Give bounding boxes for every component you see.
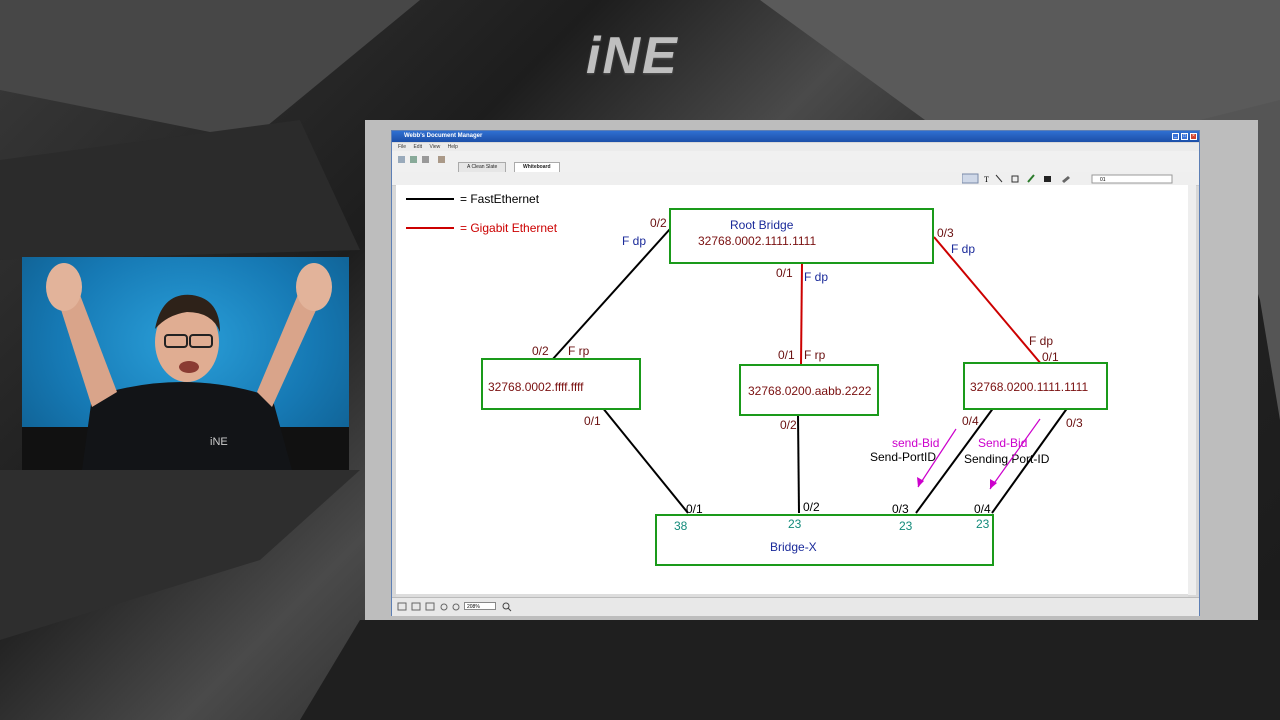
- view-controls: [397, 602, 460, 611]
- document-manager-window[interactable]: Webb's Document Manager _ □ × File Edit …: [391, 130, 1200, 616]
- print-icon[interactable]: [422, 156, 429, 163]
- link-middle-bridgex: [797, 414, 800, 514]
- annotation-1-title: send-Bid: [892, 436, 939, 450]
- quick-toolbar: [398, 156, 445, 163]
- link-right-bridgex-1: [915, 406, 995, 514]
- role-left-top: F rp: [568, 344, 590, 358]
- zoom-icon[interactable]: [502, 602, 512, 612]
- menu-help[interactable]: Help: [447, 144, 458, 150]
- port-root-mid: 0/1: [776, 266, 793, 280]
- legend-gig-label: = Gigabit Ethernet: [460, 221, 558, 235]
- close-button[interactable]: ×: [1190, 133, 1197, 140]
- menu-bar: File Edit View Help: [392, 143, 1199, 151]
- link-right-bridgex-2: [991, 406, 1069, 514]
- cost-x-4: 23: [976, 517, 990, 531]
- port-x-1: 0/1: [686, 502, 703, 516]
- cost-x-2: 23: [788, 517, 802, 531]
- color-tool-icon[interactable]: [1044, 176, 1051, 182]
- annotation-1-sub: Send-PortID: [870, 450, 936, 464]
- page-select[interactable]: [1091, 174, 1173, 184]
- window-titlebar[interactable]: Webb's Document Manager _ □ ×: [392, 131, 1199, 142]
- role-right-top: F dp: [1029, 334, 1053, 348]
- new-icon[interactable]: [398, 156, 405, 163]
- port-left-top: 0/2: [532, 344, 549, 358]
- bridge-x-box: [655, 514, 994, 566]
- status-bar: 208%: [392, 597, 1199, 616]
- left-bridge-id: 32768.0002.ffff.ffff: [488, 380, 584, 394]
- menu-edit[interactable]: Edit: [413, 144, 423, 150]
- port-x-3: 0/3: [892, 502, 909, 516]
- drawing-tools: T 01: [962, 173, 1173, 184]
- zoom-select[interactable]: 208%: [464, 602, 496, 610]
- port-right-br: 0/3: [1066, 416, 1083, 430]
- port-x-2: 0/2: [803, 500, 820, 514]
- open-icon[interactable]: [410, 156, 417, 163]
- role-root-left: F dp: [622, 234, 646, 248]
- legend-fast-label: = FastEthernet: [460, 192, 540, 206]
- cost-x-1: 38: [674, 519, 688, 533]
- menu-view[interactable]: View: [429, 144, 441, 150]
- page-field-text: 01: [1100, 177, 1106, 183]
- export-icon[interactable]: [438, 156, 445, 163]
- port-root-left: 0/2: [650, 216, 667, 230]
- vertical-scrollbar[interactable]: [1188, 185, 1196, 595]
- tab-whiteboard[interactable]: Whiteboard: [514, 162, 560, 172]
- line-tool-icon[interactable]: [995, 174, 1003, 183]
- tab-a-clean-slate[interactable]: A Clean Slate: [458, 162, 507, 172]
- select-tool-icon[interactable]: [962, 173, 979, 184]
- annotation-2-sub: Sending Port-ID: [964, 452, 1050, 466]
- horizontal-scrollbar[interactable]: [396, 594, 1188, 598]
- two-page-icon[interactable]: [411, 602, 421, 611]
- annotation-2-title: Send-Bid: [978, 436, 1027, 450]
- eraser-tool-icon[interactable]: [1062, 176, 1070, 183]
- brand-logo: iNE: [586, 27, 679, 85]
- text-tool-icon[interactable]: T: [984, 175, 989, 184]
- annotation-1-arrow: [917, 428, 957, 488]
- port-mid-top: 0/1: [778, 348, 795, 362]
- rotate-left-icon[interactable]: [440, 603, 448, 611]
- port-left-bottom: 0/1: [584, 414, 601, 428]
- link-left-bridgex: [601, 406, 689, 514]
- stp-diagram: = FastEthernet = Gigabit Ethernet Root B…: [406, 192, 1108, 566]
- drawing-toolbar: T 01: [392, 172, 1199, 186]
- root-bridge-box: [669, 208, 934, 264]
- port-right-bl: 0/4: [962, 414, 979, 428]
- middle-bridge-box: [739, 364, 879, 416]
- single-page-icon[interactable]: [397, 602, 407, 611]
- role-root-right: F dp: [951, 242, 975, 256]
- shirt-logo: iNE: [210, 436, 228, 448]
- window-title: Webb's Document Manager: [404, 133, 483, 139]
- left-bridge-box: [481, 358, 641, 410]
- root-bridge-title: Root Bridge: [730, 218, 794, 232]
- pen-tool-icon[interactable]: [1027, 174, 1035, 183]
- rect-tool-icon[interactable]: [1011, 175, 1019, 183]
- rotate-right-icon[interactable]: [452, 603, 460, 611]
- tab-bar: A Clean Slate Whiteboard: [392, 151, 1199, 173]
- middle-bridge-id: 32768.0200.aabb.2222: [748, 384, 872, 398]
- grid-view-icon[interactable]: [425, 602, 435, 611]
- role-root-mid: F dp: [804, 270, 828, 284]
- menu-file[interactable]: File: [398, 144, 407, 150]
- link-root-middle: [800, 262, 803, 366]
- bridge-x-title: Bridge-X: [770, 540, 817, 554]
- right-bridge-id: 32768.0200.1111.1111: [970, 380, 1088, 394]
- cost-x-3: 23: [899, 519, 913, 533]
- maximize-button[interactable]: □: [1181, 133, 1188, 140]
- right-bridge-box: [963, 362, 1108, 410]
- presenter-video: iNE: [22, 257, 349, 470]
- whiteboard-canvas[interactable]: = FastEthernet = Gigabit Ethernet Root B…: [396, 185, 1188, 595]
- port-x-4: 0/4: [974, 502, 991, 516]
- port-right-top: 0/1: [1042, 350, 1059, 364]
- link-root-left: [551, 228, 671, 361]
- presenter-figure: iNE: [22, 263, 349, 470]
- root-bridge-id: 32768.0002.1111.1111: [698, 234, 816, 248]
- port-root-right: 0/3: [937, 226, 954, 240]
- port-mid-bottom: 0/2: [780, 418, 797, 432]
- role-mid-top: F rp: [804, 348, 826, 362]
- link-root-right: [933, 236, 1043, 366]
- annotation-2-arrow: [989, 418, 1041, 490]
- minimize-button[interactable]: _: [1172, 133, 1179, 140]
